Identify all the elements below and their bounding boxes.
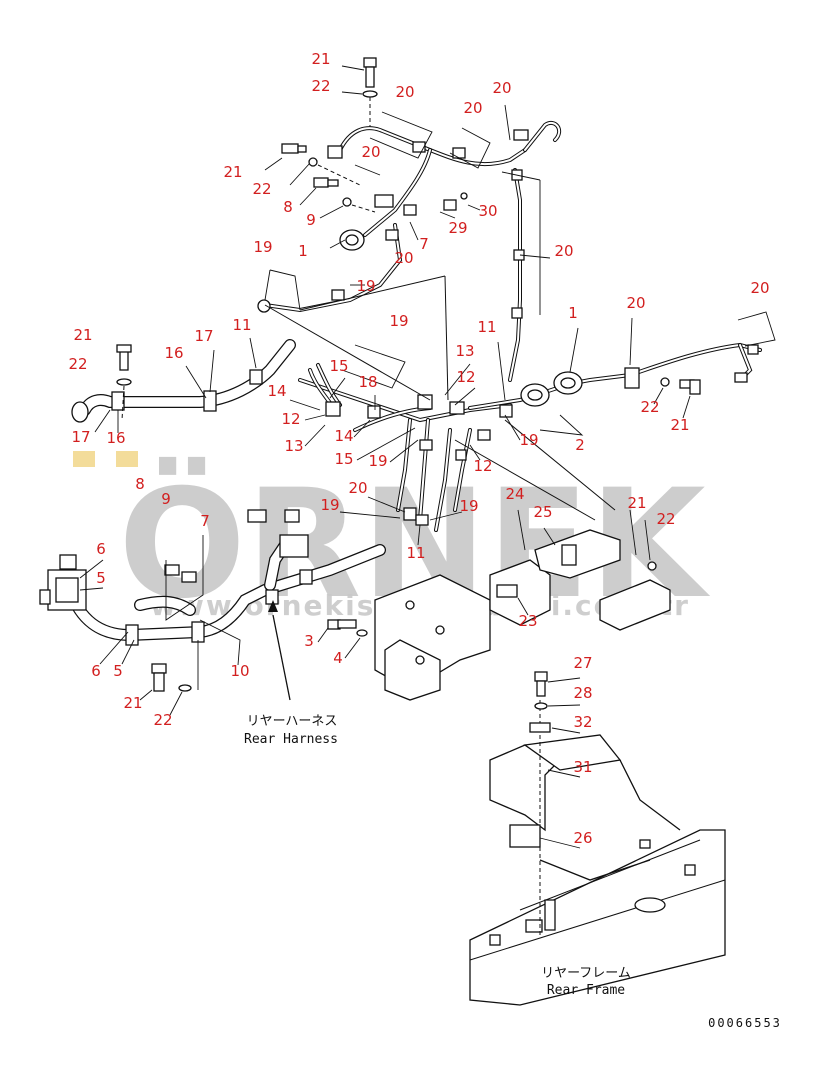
callout-21: 21 <box>123 694 142 712</box>
callout-12: 12 <box>456 368 475 386</box>
callout-11: 11 <box>406 544 425 562</box>
callout-17: 17 <box>71 428 90 446</box>
callout-11: 11 <box>232 316 251 334</box>
callout-13: 13 <box>455 342 474 360</box>
upper-harness <box>257 120 562 382</box>
callout-4: 4 <box>333 649 343 667</box>
callout-21: 21 <box>627 494 646 512</box>
callout-19: 19 <box>389 312 408 330</box>
callout-19: 19 <box>368 452 387 470</box>
caption-0: リヤーハーネス <box>247 714 338 729</box>
callout-20: 20 <box>492 79 511 97</box>
rear-harness <box>39 509 386 716</box>
callout-16: 16 <box>164 344 183 362</box>
callout-26: 26 <box>573 829 592 847</box>
callout-8: 8 <box>283 198 293 216</box>
bolt-top <box>341 57 378 130</box>
callout-23: 23 <box>518 612 537 630</box>
callout-19: 19 <box>459 497 478 515</box>
callout-29: 29 <box>448 219 467 237</box>
callout-22: 22 <box>153 711 172 729</box>
callout-19: 19 <box>356 277 375 295</box>
caption-3: Rear Frame <box>547 983 625 998</box>
callout-6: 6 <box>96 540 106 558</box>
callout-2: 2 <box>575 436 585 454</box>
callout-11: 11 <box>477 318 496 336</box>
callout-20: 20 <box>554 242 573 260</box>
callout-12: 12 <box>473 457 492 475</box>
callout-5: 5 <box>96 569 106 587</box>
callout-22: 22 <box>311 77 330 95</box>
callout-20: 20 <box>394 249 413 267</box>
callout-17: 17 <box>194 327 213 345</box>
callout-14: 14 <box>267 382 286 400</box>
callout-21: 21 <box>73 326 92 344</box>
callout-31: 31 <box>573 758 592 776</box>
callout-24: 24 <box>505 485 524 503</box>
callout-20: 20 <box>395 83 414 101</box>
callout-16: 16 <box>106 429 125 447</box>
callout-7: 7 <box>419 235 429 253</box>
brackets <box>317 509 671 701</box>
callout-9: 9 <box>161 490 171 508</box>
callout-6: 6 <box>91 662 101 680</box>
callout-20: 20 <box>750 279 769 297</box>
callout-9: 9 <box>306 211 316 229</box>
callout-20: 20 <box>361 143 380 161</box>
callout-18: 18 <box>358 373 377 391</box>
callout-14: 14 <box>334 427 353 445</box>
leader-boxes-upper <box>264 104 551 315</box>
leader-boxes-middle <box>94 311 776 546</box>
callout-10: 10 <box>230 662 249 680</box>
callout-1: 1 <box>568 304 578 322</box>
callout-7: 7 <box>200 512 210 530</box>
callout-21: 21 <box>311 50 330 68</box>
line-art <box>39 57 776 1006</box>
callout-22: 22 <box>640 398 659 416</box>
callout-21: 21 <box>670 416 689 434</box>
callout-19: 19 <box>519 431 538 449</box>
caption-1: Rear Harness <box>244 732 338 747</box>
callout-22: 22 <box>656 510 675 528</box>
callout-25: 25 <box>533 503 552 521</box>
callout-32: 32 <box>573 713 592 731</box>
callout-3: 3 <box>304 632 314 650</box>
callout-13: 13 <box>284 437 303 455</box>
callout-22: 22 <box>68 355 87 373</box>
rear-frame <box>469 671 726 1006</box>
callout-20: 20 <box>626 294 645 312</box>
callout-28: 28 <box>573 684 592 702</box>
callout-27: 27 <box>573 654 592 672</box>
callout-12: 12 <box>281 410 300 428</box>
captions: リヤーハーネス Rear Harness リヤーフレーム Rear Frame <box>244 714 631 998</box>
callout-20: 20 <box>348 479 367 497</box>
callout-22: 22 <box>252 180 271 198</box>
callout-30: 30 <box>478 202 497 220</box>
callout-5: 5 <box>113 662 123 680</box>
middle-harness <box>71 275 762 532</box>
callout-20: 20 <box>463 99 482 117</box>
callout-21: 21 <box>223 163 242 181</box>
callout-8: 8 <box>135 475 145 493</box>
callout-19: 19 <box>320 496 339 514</box>
callout-15: 15 <box>334 450 353 468</box>
caption-2: リヤーフレーム <box>541 966 631 981</box>
callout-15: 15 <box>329 357 348 375</box>
callout-19: 19 <box>253 238 272 256</box>
callout-1: 1 <box>298 242 308 260</box>
drawing-code: 00066553 <box>708 1016 782 1030</box>
